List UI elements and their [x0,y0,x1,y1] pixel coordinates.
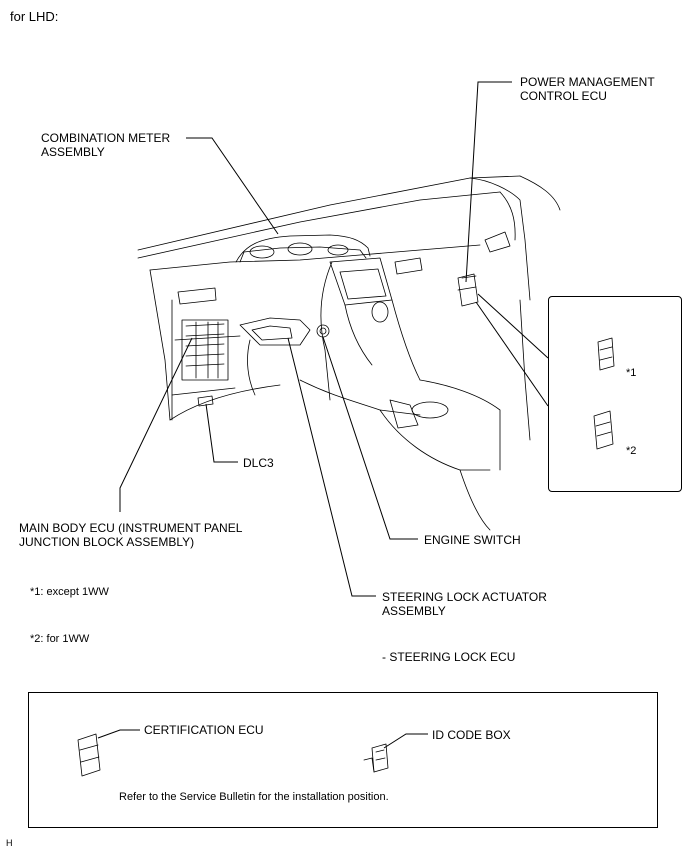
engine-switch-label: ENGINE SWITCH [424,533,521,547]
inset-frame [548,296,682,492]
steering-lock-label-line1: STEERING LOCK ACTUATOR [382,590,547,604]
combination-meter-label-line2: ASSEMBLY [41,145,105,159]
inset-ref-1: *1 [626,367,637,379]
power-ecu-label-line1: POWER MANAGEMENT [520,75,655,89]
inset-ref-2: *2 [626,445,637,457]
main-body-ecu-label-line1: MAIN BODY ECU (INSTRUMENT PANEL [19,521,243,535]
combination-meter-label-line1: COMBINATION METER [41,131,171,145]
main-body-ecu-label-line2: JUNCTION BLOCK ASSEMBLY) [19,535,195,549]
note-2: *2: for 1WW [30,633,90,645]
steering-lock-label-line2: ASSEMBLY [382,604,446,618]
page-title: for LHD: [10,9,59,24]
dlc3-label: DLC3 [243,456,274,470]
power-ecu-label-line2: CONTROL ECU [520,89,607,103]
id-code-box-label: ID CODE BOX [432,728,511,742]
note-1: *1: except 1WW [30,586,109,598]
reference-box [28,692,658,828]
footer-mark: H [6,838,13,848]
steering-lock-ecu-label: - STEERING LOCK ECU [382,650,516,664]
refer-text: Refer to the Service Bulletin for the in… [119,791,389,803]
certification-ecu-label: CERTIFICATION ECU [144,723,264,737]
